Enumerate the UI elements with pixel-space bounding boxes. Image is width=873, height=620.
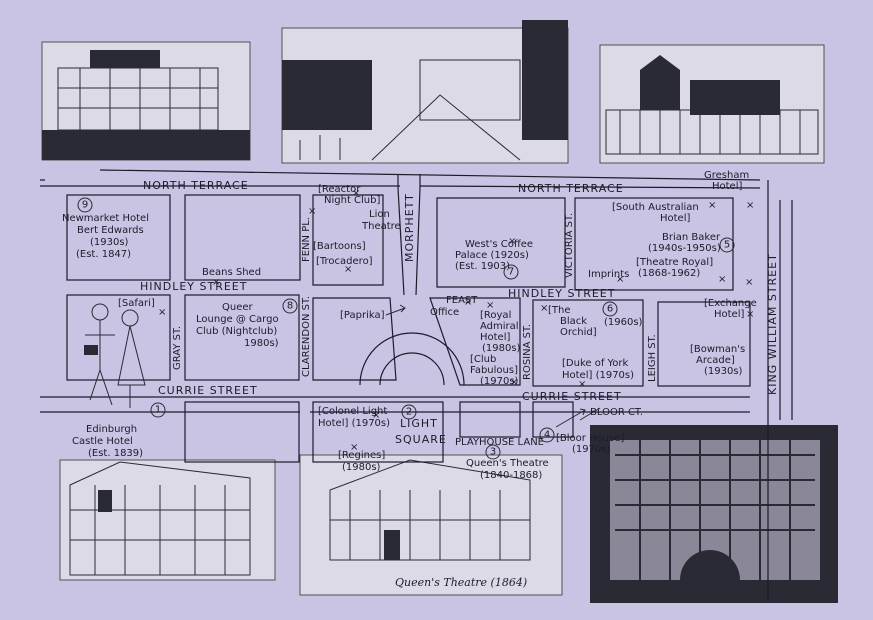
svg-text:×: × [508,236,516,247]
svg-text:1: 1 [155,405,161,416]
light-square-label-2: SQUARE [395,433,447,446]
svg-text:×: × [352,188,360,199]
svg-text:×: × [372,410,380,421]
venue-black-orchid: [The Black Orchid] (1960s) [548,305,643,338]
svg-text:×: × [718,274,726,285]
venue-queens-theatre: Queen's Theatre (1840-1868) [466,458,552,481]
street-playhouse-lane: PLAYHOUSE LANE [455,437,544,448]
street-leigh: LEIGH ST. [647,334,658,382]
venue-brian-baker: Brian Baker (1940s-1950s) [648,232,723,254]
city-blocks [66,194,751,463]
svg-text:×: × [616,274,624,285]
svg-text:3: 3 [490,447,496,458]
svg-text:8: 8 [287,301,293,312]
svg-text:4: 4 [544,430,550,441]
marker-9: 9 [77,197,93,213]
venue-queer-lounge: Queer Lounge @ Cargo Club (Nightclub) 19… [196,302,282,349]
marker-5: 5 [719,237,735,253]
svg-text:×: × [212,277,220,288]
bloor-house-photo [590,425,838,603]
venue-royal-admiral-hotel: [Royal Admiral Hotel] (1980s) [480,310,522,354]
svg-text:×: × [540,303,548,314]
hindley-street-photo [281,20,569,164]
street-clarendon: CLARENDON ST. [301,296,312,377]
edinburgh-castle-hotel-sketch [59,459,276,581]
svg-text:×: × [578,379,586,390]
queens-theatre-caption: Queen's Theatre (1864) [395,576,527,589]
svg-text:9: 9 [82,200,88,211]
svg-text:×: × [746,200,754,211]
light-square-label-1: LIGHT [400,417,438,430]
venue-duke-of-york-hotel: [Duke of York Hotel] (1970s) [562,358,634,381]
street-north-terrace-west: NORTH TERRACE [143,179,249,192]
marker-8: 8 [282,298,298,314]
svg-text:×: × [158,307,166,318]
marker-1: 1 [150,402,166,418]
svg-text:×: × [486,300,494,311]
venue-trocadero: [Trocadero] [316,256,373,267]
street-victoria: VICTORIA ST. [564,213,575,278]
street-gray: GRAY ST. [172,326,183,370]
pointer-arrows [385,304,601,428]
street-currie-east: CURRIE STREET [522,390,622,403]
venue-regines: [Regines] (1980s) [338,450,388,473]
newmarket-hotel-photo [41,41,251,161]
svg-text:×: × [308,206,316,217]
street-fenn: FENN PL. [301,217,312,262]
numbered-markers: 9 8 7 6 5 4 3 2 1 [77,197,735,460]
venue-labels: Newmarket Hotel Bert Edwards (1930s) (Es… [62,170,760,481]
venue-feast-office: FEAST Office [430,295,481,318]
venue-gresham-hotel: Gresham Hotel] [704,170,752,192]
venue-imprints: Imprints [588,269,629,280]
venue-newmarket-hotel: Newmarket Hotel Bert Edwards (1930s) (Es… [62,213,152,260]
marker-3: 3 [485,444,501,460]
street-rosina: ROSINA ST. [522,324,533,380]
marker-7: 7 [503,264,519,280]
couple-illustration [84,303,146,408]
svg-text:5: 5 [724,240,730,251]
street-morphett: MORPHETT [403,193,416,262]
location-crosses: × × × × × × × × × × × × × × × × × × × [158,188,754,453]
street-bloor-ct: BLOOR CT. [590,407,643,418]
venue-beans-shed: Beans Shed [202,267,261,278]
marker-6: 6 [602,301,618,317]
venue-reactor-night-club: [Reactor Night Club] [318,184,380,206]
street-north-terrace-east: NORTH TERRACE [518,182,624,195]
svg-text:6: 6 [607,304,613,315]
svg-text:2: 2 [406,407,412,418]
venue-colonel-light-hotel: [Colonel Light Hotel] (1970s) [318,406,391,429]
venue-bowmans-arcade: [Bowman's Arcade] (1930s) [690,344,748,377]
svg-text:×: × [344,264,352,275]
road-network [40,169,793,600]
marker-4: 4 [539,427,555,443]
svg-text:×: × [708,200,716,211]
street-hindley-west: HINDLEY STREET [140,280,247,293]
venue-club-fabulous: [Club Fabulous] (1970s) [470,354,521,387]
marker-2: 2 [401,404,417,420]
venue-south-australian-hotel: [South Australian Hotel] [612,202,702,224]
street-hindley-east: HINDLEY STREET [508,287,615,300]
venue-safari: [Safari] [118,298,155,309]
svg-text:7: 7 [508,267,514,278]
venue-theatre-royal: [Theatre Royal] (1868-1962) [636,257,716,279]
venue-bloor-house: [Bloor House] (1970s) [556,433,628,455]
svg-text:×: × [746,309,754,320]
svg-text:×: × [745,277,753,288]
street-king-william: KING WILLIAM STREET [766,253,779,395]
venue-edinburgh-castle-hotel: Edinburgh Castle Hotel (Est. 1839) [72,424,143,459]
street-names: NORTH TERRACE NORTH TERRACE HINDLEY STRE… [140,179,779,448]
venue-exchange-hotel: [Exchange Hotel] [704,298,760,320]
arcade-building-photo [599,44,825,164]
svg-text:×: × [350,442,358,453]
queens-theatre-sketch: Queen's Theatre (1864) [299,454,563,596]
venue-bartoons: [Bartoons] [313,241,366,252]
venue-wests-coffee-palace: West's Coffee Palace (1920s) (Est. 1903) [455,239,536,272]
venue-lion-theatre: Lion Theatre [361,209,401,232]
svg-text:×: × [510,377,518,388]
venue-paprika: [Paprika] [340,310,385,321]
street-currie-west: CURRIE STREET [158,384,258,397]
svg-text:×: × [464,297,472,308]
